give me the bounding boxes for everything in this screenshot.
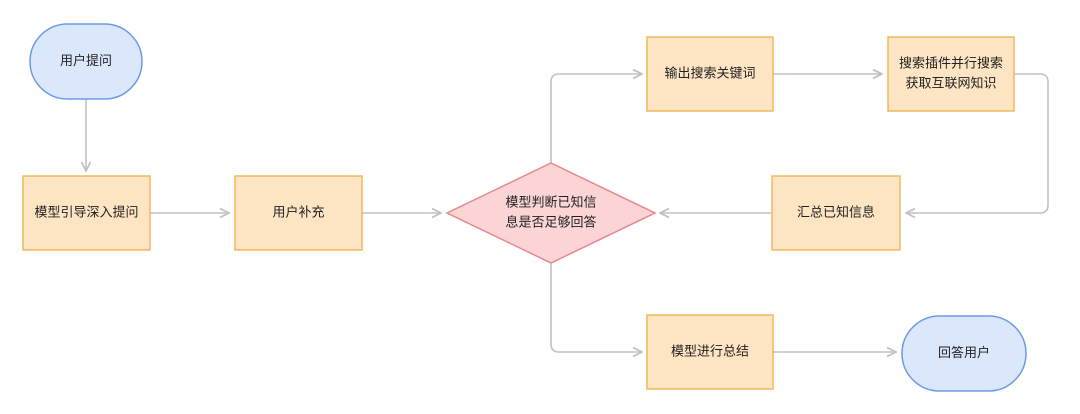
node-label: 用户补充 <box>272 205 324 221</box>
arrow-decision-to-summary <box>550 263 642 352</box>
terminal-shape <box>29 23 143 100</box>
node-model-guide: 模型引导深入提问 <box>22 175 151 251</box>
node-label: 输出搜索关键词 <box>664 66 755 82</box>
node-label: 回答用户 <box>938 345 990 361</box>
process-shape <box>22 175 151 251</box>
arrow-plugin-to-aggregate <box>906 73 1049 213</box>
node-model-summary: 模型进行总结 <box>646 314 774 390</box>
process-shape <box>771 175 901 251</box>
process-shape <box>234 175 363 251</box>
node-aggregate-info: 汇总已知信息 <box>771 175 901 251</box>
connectors <box>86 73 1049 352</box>
node-label: 模型引导深入提问 <box>34 205 138 221</box>
process-shape <box>887 36 1015 112</box>
node-label-line-1: 搜索插件并行搜索 <box>899 57 1003 72</box>
process-shape <box>646 36 774 112</box>
node-label-line-1: 模型判断已知信 <box>505 195 596 211</box>
node-user-question: 用户提问 <box>29 23 143 100</box>
node-label: 汇总已知信息 <box>797 205 875 221</box>
node-label-line-2: 获取互联网知识 <box>905 76 996 92</box>
node-answer-user: 回答用户 <box>901 315 1027 392</box>
node-label: 模型进行总结 <box>671 345 749 360</box>
node-search-plugin: 搜索插件并行搜索 获取互联网知识 <box>887 36 1015 112</box>
node-label: 用户提问 <box>60 53 112 69</box>
arrow-decision-to-keywords <box>550 74 642 163</box>
process-shape <box>646 314 774 390</box>
node-label-line-2: 息是否足够回答 <box>505 215 596 231</box>
node-decision: 模型判断已知信 息是否足够回答 <box>445 162 657 264</box>
terminal-shape <box>901 315 1027 392</box>
node-user-supplement: 用户补充 <box>234 175 363 251</box>
node-output-keywords: 输出搜索关键词 <box>646 36 774 112</box>
decision-shape <box>445 162 657 264</box>
